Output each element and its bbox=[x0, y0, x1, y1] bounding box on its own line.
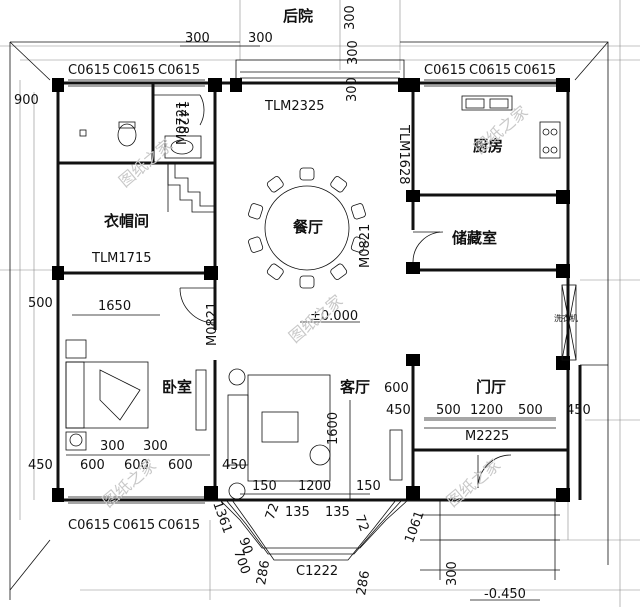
watermark-5: 图纸之家 bbox=[443, 455, 504, 511]
dimension-lines bbox=[66, 45, 556, 500]
window-top-left-2: C0615 bbox=[113, 63, 155, 78]
dim-top-a: 300 bbox=[185, 31, 210, 46]
bathroom-fixtures bbox=[79, 94, 205, 159]
level-floor: ±0.000 bbox=[310, 309, 358, 324]
dim-b286b: 286 bbox=[354, 570, 373, 597]
room-kitchen: 厨房 bbox=[473, 137, 503, 155]
dining-chair bbox=[350, 236, 366, 253]
living-furniture bbox=[227, 368, 403, 500]
dim-e500b: 500 bbox=[518, 403, 543, 418]
window-top-right-1: C0615 bbox=[424, 63, 466, 78]
room-foyer: 门厅 bbox=[476, 378, 506, 396]
window-marks bbox=[68, 79, 560, 504]
dining-chair bbox=[299, 275, 315, 289]
door-storage: M0821 bbox=[358, 224, 373, 268]
room-dining: 餐厅 bbox=[293, 218, 323, 236]
dim-w600a: 600 bbox=[80, 458, 105, 473]
room-backyard: 后院 bbox=[283, 7, 313, 25]
roof-outline bbox=[9, 41, 609, 600]
door-kitchen-side: TLM1628 bbox=[396, 124, 411, 184]
window-bay: C1222 bbox=[296, 564, 338, 579]
columns bbox=[52, 78, 570, 502]
door-top-center: TLM2325 bbox=[264, 99, 324, 114]
walls bbox=[56, 81, 582, 502]
door-cloak-slide: TLM1715 bbox=[91, 251, 151, 266]
dim-bed-300a: 300 bbox=[100, 439, 125, 454]
dining-chair bbox=[266, 176, 284, 193]
door-bath: M0721 bbox=[175, 101, 190, 145]
dim-top-b: 300 bbox=[248, 31, 273, 46]
dim-left-900: 900 bbox=[14, 93, 39, 108]
window-top-right-2: C0615 bbox=[469, 63, 511, 78]
dim-top-c: 300 bbox=[343, 5, 358, 30]
dim-left-500: 500 bbox=[28, 296, 53, 311]
dim-left-450: 450 bbox=[28, 458, 53, 473]
room-cloakroom: 衣帽间 bbox=[104, 212, 149, 230]
window-labels: C0615 C0615 C0615 C0615 C0615 C0615 C061… bbox=[68, 63, 556, 579]
dim-bed-1650: 1650 bbox=[98, 299, 131, 314]
dim-b72a: 72 bbox=[263, 501, 283, 522]
dim-d1600: 1600 bbox=[326, 412, 341, 445]
back-porch bbox=[235, 59, 405, 83]
dim-e450: 450 bbox=[566, 403, 591, 418]
window-bottom-left-1: C0615 bbox=[68, 518, 110, 533]
door-bedroom: M0821 bbox=[205, 302, 220, 346]
dining-chair bbox=[330, 176, 348, 193]
dim-bath-1428: 1428 bbox=[175, 101, 190, 134]
dim-b135b: 135 bbox=[325, 505, 350, 520]
dim-b286a: 286 bbox=[254, 559, 273, 586]
dim-b300: 300 bbox=[445, 561, 460, 586]
window-top-left-1: C0615 bbox=[68, 63, 110, 78]
dim-w600b: 600 bbox=[124, 458, 149, 473]
dim-e1200: 1200 bbox=[470, 403, 503, 418]
dim-d600: 600 bbox=[384, 381, 409, 396]
room-bedroom: 卧室 bbox=[162, 378, 192, 396]
dim-w450: 450 bbox=[222, 458, 247, 473]
dim-top-d: 300 bbox=[346, 40, 361, 65]
window-top-left-3: C0615 bbox=[158, 63, 200, 78]
dim-b1361: 1361 bbox=[209, 499, 234, 535]
dim-w600c: 600 bbox=[168, 458, 193, 473]
dining-chair bbox=[330, 263, 348, 280]
room-laundry: 洗衣机 bbox=[554, 313, 578, 323]
dim-d150b: 150 bbox=[356, 479, 381, 494]
dining-chair bbox=[248, 236, 264, 253]
room-storage: 储藏室 bbox=[452, 229, 497, 247]
dining-table bbox=[248, 167, 366, 289]
dining-chair bbox=[299, 167, 315, 181]
door-labels: TLM2325 TLM1628 M0721 M0821 TLM1715 M082… bbox=[91, 99, 509, 444]
dim-b135a: 135 bbox=[285, 505, 310, 520]
window-top-right-3: C0615 bbox=[514, 63, 556, 78]
dim-bed-300b: 300 bbox=[143, 439, 168, 454]
door-entrance: M2225 bbox=[465, 429, 509, 444]
bed bbox=[65, 339, 207, 451]
window-bottom-left-2: C0615 bbox=[113, 518, 155, 533]
dimension-labels: 300 300 300 300 300 900 1428 500 1650 45… bbox=[14, 5, 591, 596]
stair bbox=[167, 163, 215, 213]
dim-d1200: 1200 bbox=[298, 479, 331, 494]
level-outside: -0.450 bbox=[484, 587, 526, 602]
dim-d150a: 150 bbox=[252, 479, 277, 494]
dim-b90: 90 bbox=[235, 536, 255, 557]
front-steps bbox=[420, 500, 560, 580]
dim-e500a: 500 bbox=[436, 403, 461, 418]
room-living: 客厅 bbox=[339, 378, 370, 396]
dining-chair bbox=[266, 263, 284, 280]
bay-window bbox=[219, 499, 409, 561]
doors bbox=[179, 231, 577, 489]
dining-chair bbox=[248, 203, 264, 220]
dim-top-e: 300 bbox=[345, 77, 360, 102]
dining-chair bbox=[350, 203, 366, 220]
dim-b72b: 72 bbox=[352, 513, 372, 534]
level-labels: ±0.000 -0.450 bbox=[300, 309, 540, 602]
kitchen-fixtures bbox=[461, 95, 561, 159]
dim-d450: 450 bbox=[386, 403, 411, 418]
window-bottom-left-3: C0615 bbox=[158, 518, 200, 533]
room-labels: 后院 厨房 储藏室 餐厅 衣帽间 卧室 客厅 门厅 洗衣机 bbox=[104, 7, 578, 396]
